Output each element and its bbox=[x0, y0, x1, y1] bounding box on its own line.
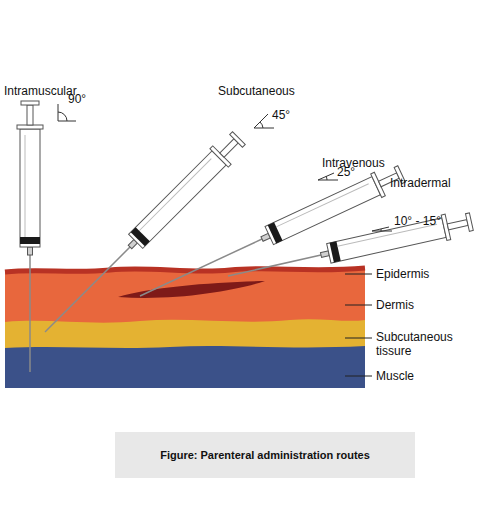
dermis-layer bbox=[5, 268, 365, 388]
angle-symbol bbox=[372, 227, 392, 231]
syringe bbox=[17, 101, 43, 255]
needle bbox=[140, 239, 262, 296]
layer-label: Muscle bbox=[376, 369, 414, 383]
needle bbox=[228, 255, 321, 276]
figure-caption: Figure: Parenteral administration routes bbox=[115, 432, 415, 478]
angle-symbol bbox=[58, 104, 76, 121]
needle bbox=[29, 255, 31, 372]
layer-label: Dermis bbox=[376, 298, 414, 312]
syringe bbox=[318, 209, 474, 268]
route-label: Subcutaneous bbox=[218, 84, 295, 98]
angle-symbol bbox=[318, 173, 338, 180]
angle-label: 10° - 15° bbox=[394, 214, 441, 228]
leader-line bbox=[345, 274, 372, 275]
layer-label: Subcutaneous tissure bbox=[376, 330, 476, 358]
angle-label: 45° bbox=[272, 108, 290, 122]
layer-label: Epidermis bbox=[376, 267, 429, 281]
muscle-layer bbox=[5, 346, 365, 388]
angle-label: 25° bbox=[337, 165, 355, 179]
route-label: Intramuscular bbox=[4, 84, 77, 98]
syringe bbox=[121, 129, 248, 256]
epidermis-layer bbox=[5, 268, 365, 272]
leader-line bbox=[345, 338, 372, 339]
angle-symbol bbox=[254, 114, 274, 128]
subcutaneous-layer bbox=[5, 319, 365, 388]
route-label: Intradermal bbox=[390, 176, 451, 190]
leader-line bbox=[345, 305, 372, 306]
leader-line bbox=[345, 376, 372, 377]
needle bbox=[45, 247, 130, 332]
angle-label: 90° bbox=[68, 92, 86, 106]
